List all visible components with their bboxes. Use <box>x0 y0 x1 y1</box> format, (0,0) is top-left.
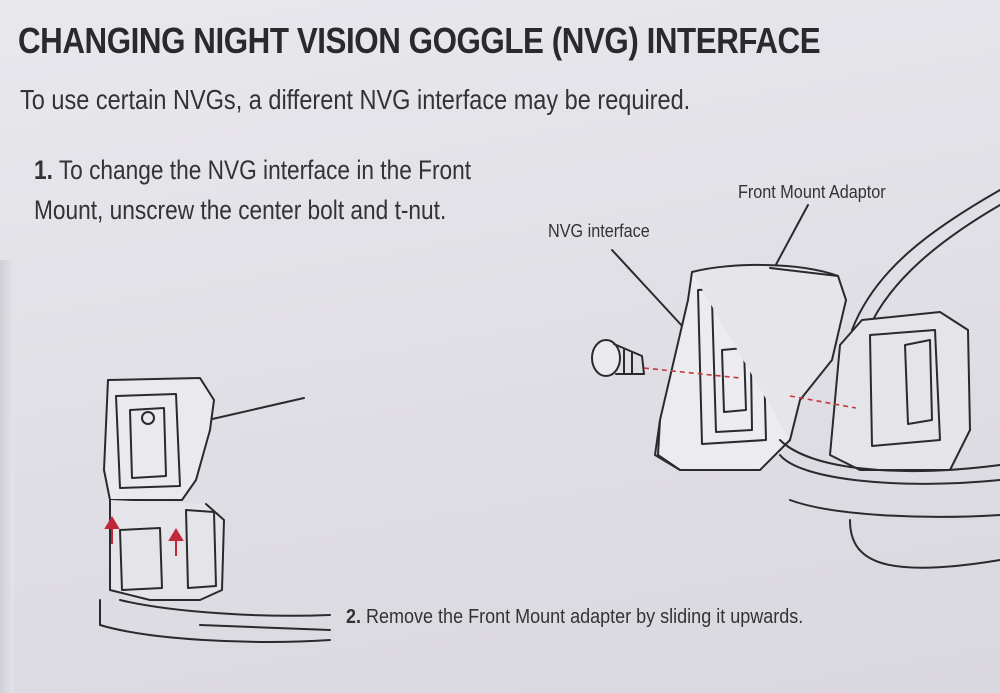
front-mount-adaptor-label: Front Mount Adaptor <box>738 182 886 202</box>
step-2-instruction: 2. Remove the Front Mount adapter by sli… <box>346 604 850 630</box>
helmet-shroud <box>779 311 1000 569</box>
page-title: CHANGING NIGHT VISION GOGGLE (NVG) INTER… <box>18 20 821 61</box>
slide-up-arrows <box>104 516 184 556</box>
step-1-instruction: 1. To change the NVG interface in the Fr… <box>34 150 525 230</box>
center-bolt <box>591 339 645 377</box>
adaptor-block <box>103 377 215 501</box>
helmet-shell-outline <box>851 189 1000 331</box>
slide-leader-line <box>207 397 305 421</box>
page-edge-shadow <box>0 260 14 693</box>
nvg-interface-leader-line <box>611 249 685 329</box>
front-mount-leader-line <box>771 204 809 273</box>
step-2-text: Remove the Front Mount adapter by slidin… <box>366 606 804 628</box>
mount-guide-line <box>789 395 857 409</box>
helmet-bracket <box>99 499 331 643</box>
page-subtitle: To use certain NVGs, a different NVG int… <box>20 84 691 115</box>
step-2-number: 2. <box>346 606 362 628</box>
step-1-number: 1. <box>34 155 53 185</box>
step-1-text: To change the NVG interface in the Front… <box>34 155 472 225</box>
nvg-interface-label: NVG interface <box>548 221 650 241</box>
bolt-guide-line <box>643 367 741 379</box>
front-mount-adaptor <box>691 263 847 441</box>
